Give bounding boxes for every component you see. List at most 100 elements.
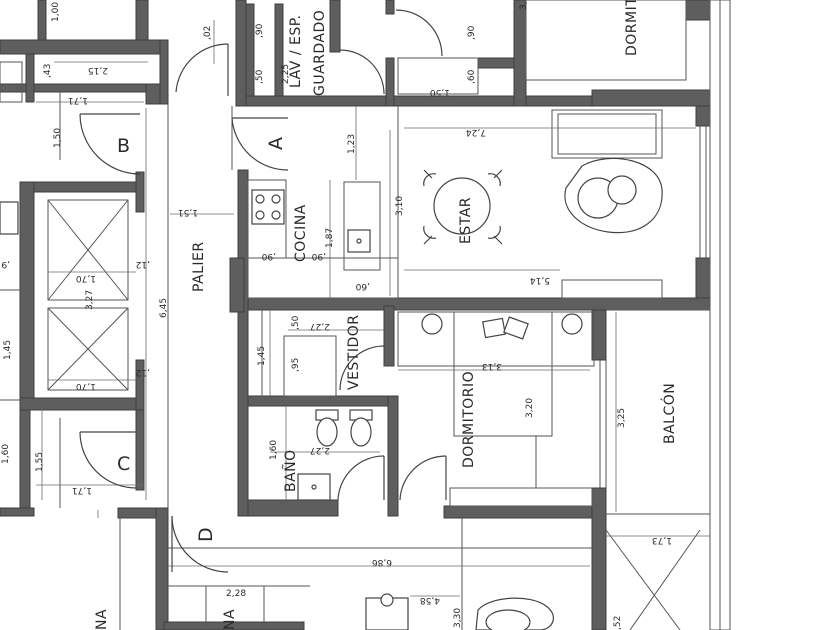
wall bbox=[159, 39, 169, 105]
wall bbox=[245, 95, 387, 107]
section-marker-d: D bbox=[195, 527, 217, 542]
wall bbox=[19, 409, 31, 511]
wall bbox=[229, 257, 245, 313]
door-swing bbox=[399, 455, 447, 501]
sofa bbox=[551, 109, 663, 159]
dim-label: 1,71 bbox=[68, 95, 88, 105]
dim-label: 6,86 bbox=[372, 557, 392, 567]
wall bbox=[695, 105, 711, 127]
dim-label: ,52 bbox=[613, 616, 623, 630]
room-label-lav-esp: LAV / ESP. bbox=[288, 15, 304, 88]
dimension-lines bbox=[36, 20, 710, 597]
wall bbox=[135, 409, 145, 491]
thin-lines bbox=[0, 0, 731, 630]
wall bbox=[19, 181, 35, 411]
wall bbox=[247, 499, 339, 517]
dim-label: ,9 bbox=[1, 259, 10, 269]
wall bbox=[477, 57, 515, 69]
dim-label: 1,55 bbox=[35, 452, 45, 472]
room-label-estar: ESTAR bbox=[458, 197, 474, 244]
door-swing bbox=[339, 345, 385, 391]
dim-label: 3, bbox=[519, 1, 529, 10]
bidet bbox=[350, 417, 372, 447]
wall bbox=[513, 0, 527, 107]
dim-label: ,02 bbox=[203, 26, 213, 40]
dim-label: 3,25 bbox=[617, 408, 627, 428]
room-label-dormit: DORMIT bbox=[624, 0, 640, 56]
wall bbox=[135, 0, 149, 41]
toilet bbox=[316, 417, 338, 447]
dim-label: 3,13 bbox=[482, 361, 502, 371]
fixtures bbox=[0, 157, 663, 630]
dim-label: 1,60 bbox=[269, 440, 279, 460]
room-label-bano: BAÑO bbox=[282, 449, 299, 492]
kitchen-base bbox=[247, 257, 399, 299]
dim-label: 5,14 bbox=[530, 275, 550, 285]
wall bbox=[19, 181, 145, 193]
wall bbox=[19, 397, 145, 411]
dim-label: 1,70 bbox=[76, 273, 96, 283]
wall bbox=[0, 83, 169, 93]
stove bbox=[251, 189, 285, 225]
dim-label: ,60 bbox=[467, 69, 477, 84]
dim-label: ,90 bbox=[467, 25, 477, 40]
dim-label: 2,15 bbox=[88, 65, 108, 75]
room-label-dormitorio: DORMITORIO bbox=[461, 371, 477, 468]
wall bbox=[247, 297, 711, 311]
wall bbox=[25, 53, 35, 103]
dim-label: 1,45 bbox=[257, 346, 267, 366]
wall bbox=[387, 395, 399, 517]
dim-label: ,50 bbox=[255, 69, 265, 84]
wall bbox=[393, 95, 595, 107]
dim-label: 2,25 bbox=[281, 64, 291, 84]
dim-label: 1,70 bbox=[76, 381, 96, 391]
dim-label: ,50 bbox=[291, 315, 301, 330]
kitchen-island bbox=[343, 181, 381, 271]
dim-label: 3,30 bbox=[453, 608, 463, 628]
wall bbox=[0, 39, 169, 55]
wall bbox=[383, 305, 395, 367]
section-marker-c: C bbox=[117, 453, 130, 475]
dim-label: 1,45 bbox=[3, 340, 13, 360]
wall bbox=[237, 169, 249, 517]
section-marker-b: B bbox=[117, 135, 130, 157]
wall bbox=[235, 0, 247, 107]
dim-label: ,90 bbox=[311, 251, 326, 261]
door-swing bbox=[339, 49, 385, 95]
wall bbox=[135, 171, 145, 213]
dim-label: 3,20 bbox=[525, 398, 535, 418]
dim-label: 1,50 bbox=[53, 128, 63, 148]
dim-label: ,43 bbox=[43, 64, 53, 78]
dim-label: 4,58 bbox=[420, 595, 440, 605]
wall bbox=[155, 507, 169, 630]
room-labels: PALIER COCINA ESTAR VESTIDOR DORMITORIO … bbox=[94, 0, 678, 630]
section-marker-a: A bbox=[265, 137, 287, 150]
walls bbox=[0, 0, 711, 630]
dim-label: ,60 bbox=[355, 281, 370, 291]
dim-label: ,90 bbox=[261, 251, 276, 261]
wall bbox=[443, 505, 605, 519]
dim-label: ,95 bbox=[291, 358, 301, 372]
door-swing bbox=[175, 43, 229, 93]
wall bbox=[37, 0, 47, 41]
wall bbox=[329, 0, 341, 53]
dim-label: 1,00 bbox=[51, 2, 61, 22]
door-swing bbox=[171, 515, 229, 573]
wall bbox=[591, 309, 607, 361]
dim-label: 1,73 bbox=[652, 535, 672, 545]
door-swing bbox=[395, 9, 443, 57]
wall bbox=[247, 395, 399, 407]
door-swing bbox=[79, 431, 137, 489]
dim-label: 2,28 bbox=[226, 589, 246, 599]
door-swing bbox=[337, 455, 385, 501]
wall bbox=[685, 0, 711, 21]
dim-label: 3,10 bbox=[395, 196, 405, 216]
dim-label: 1,23 bbox=[347, 134, 357, 154]
wall bbox=[163, 621, 305, 630]
dim-label: 1,71 bbox=[72, 485, 92, 495]
door-swing bbox=[79, 113, 141, 175]
dim-label: 6,45 bbox=[159, 298, 169, 318]
dim-label: 1,60 bbox=[1, 444, 11, 464]
dim-label: 3,27 bbox=[85, 290, 95, 310]
